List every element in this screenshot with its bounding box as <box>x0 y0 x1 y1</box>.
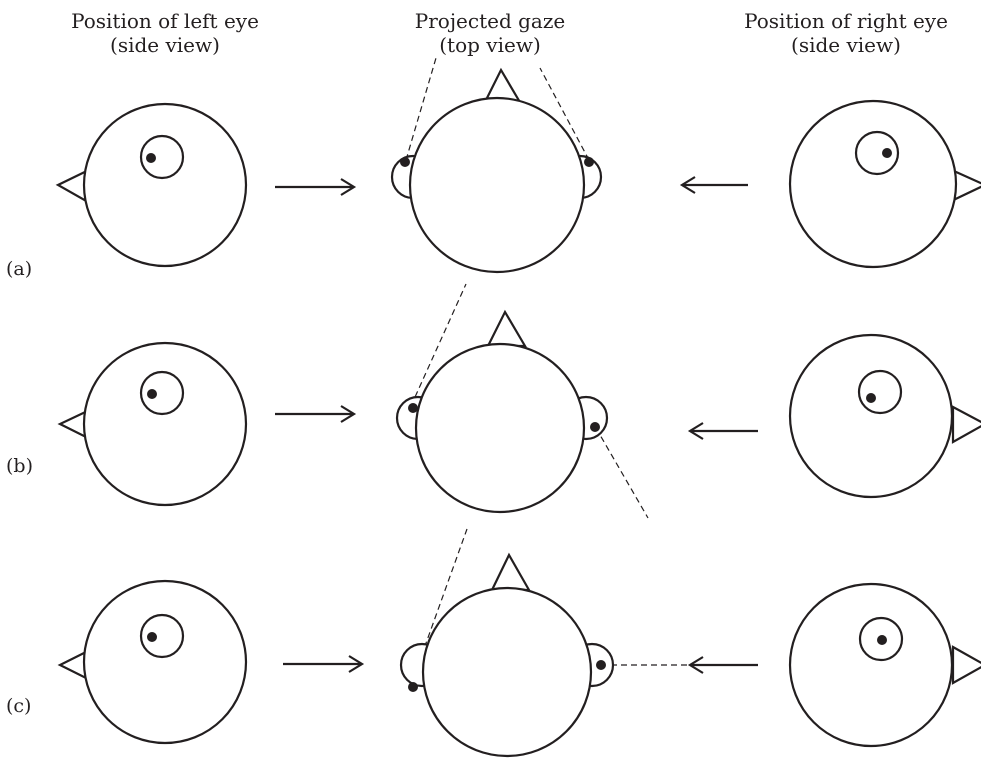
left-pupil <box>400 157 410 167</box>
left-eye <box>139 370 185 416</box>
header-left-line1: Position of left eye <box>71 9 259 33</box>
left-pupil <box>146 153 156 163</box>
arrowhead-right <box>348 655 365 673</box>
column-headers: Position of left eye (side view) Project… <box>71 9 948 57</box>
header-middle-line1: Projected gaze <box>415 9 565 33</box>
bird-head <box>421 586 593 758</box>
arrowhead-right <box>340 178 357 196</box>
left-eye <box>139 613 185 659</box>
bird-head <box>414 342 586 514</box>
bird-head <box>82 579 248 745</box>
bird-head <box>408 96 586 274</box>
right-pupil <box>877 635 887 645</box>
bird-head <box>82 341 248 507</box>
bird-head <box>788 333 954 499</box>
arrowhead-left <box>687 656 704 674</box>
gaze-line-left <box>410 283 467 407</box>
gaze-line-right <box>595 427 649 519</box>
middle-bird-top-view <box>390 57 603 274</box>
right-pupil <box>584 157 594 167</box>
row-b: (b) <box>6 283 981 519</box>
left-pupil <box>147 632 157 642</box>
right-pupil <box>882 148 892 158</box>
header-left-line2: (side view) <box>110 33 220 57</box>
right-eye <box>857 369 903 415</box>
left-bird-side-view <box>55 102 248 268</box>
right-pupil <box>596 660 606 670</box>
left-pupil <box>408 682 418 692</box>
left-bird-side-view <box>57 341 248 507</box>
middle-bird-top-view <box>395 283 649 519</box>
arrowhead-left <box>687 422 704 440</box>
bird-head <box>788 99 958 269</box>
right-eye <box>854 130 900 176</box>
right-bird-side-view <box>788 333 981 499</box>
row-label: (b) <box>6 455 33 477</box>
row-label: (c) <box>6 695 31 717</box>
arrowhead-left <box>679 176 696 194</box>
left-bird-side-view <box>57 579 248 745</box>
beak-icon <box>486 309 527 348</box>
row-label: (a) <box>6 258 32 280</box>
left-eye <box>139 134 185 180</box>
bird-head <box>82 102 248 268</box>
gaze-line-left <box>410 528 468 686</box>
middle-bird-top-view <box>399 528 690 758</box>
row-c: (c) <box>6 528 981 758</box>
left-pupil <box>147 389 157 399</box>
left-pupil <box>408 403 418 413</box>
right-pupil <box>866 393 876 403</box>
gaze-line-left <box>405 57 437 161</box>
right-bird-side-view <box>788 99 981 269</box>
header-right-line1: Position of right eye <box>744 9 948 33</box>
beak-icon <box>490 552 531 592</box>
right-pupil <box>590 422 600 432</box>
arrowhead-right <box>340 405 357 423</box>
beak-icon <box>951 645 981 685</box>
header-right-line2: (side view) <box>791 33 901 57</box>
beak-icon <box>951 405 981 444</box>
header-middle-line2: (top view) <box>439 33 541 57</box>
gaze-line-right <box>539 67 590 161</box>
row-a: (a) <box>6 57 981 280</box>
bird-head <box>788 582 954 748</box>
right-bird-side-view <box>788 582 981 748</box>
